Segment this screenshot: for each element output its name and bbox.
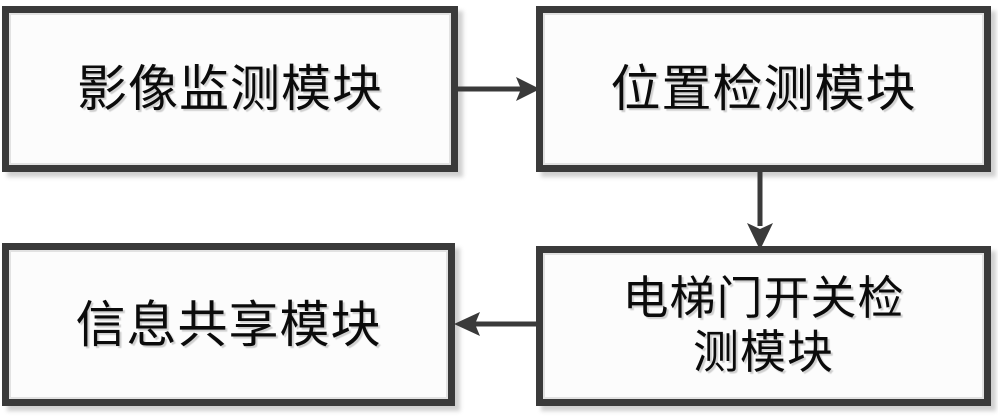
node-image-monitor[interactable]: 影像监测模块 (2, 6, 458, 172)
node-position-detect[interactable]: 位置检测模块 (536, 6, 991, 172)
node-door-switch[interactable]: 电梯门开关检 测模块 (536, 246, 991, 406)
node-image-monitor-label: 影像监测模块 (77, 61, 383, 117)
node-door-switch-label: 电梯门开关检 测模块 (622, 272, 905, 378)
connector-door-to-info-arrow-left-icon (452, 308, 540, 340)
node-position-detect-inner: 位置检测模块 (543, 13, 984, 165)
node-info-share-label: 信息共享模块 (75, 296, 382, 353)
node-image-monitor-inner: 影像监测模块 (9, 13, 451, 165)
node-door-switch-inner: 电梯门开关检 测模块 (543, 253, 984, 399)
node-info-share[interactable]: 信息共享模块 (2, 243, 455, 406)
connector-position-to-door-arrow-down-icon (742, 168, 778, 250)
node-info-share-inner: 信息共享模块 (9, 250, 448, 399)
connector-image-to-position-arrow-right-icon (458, 74, 540, 104)
node-position-detect-label: 位置检测模块 (610, 61, 917, 117)
